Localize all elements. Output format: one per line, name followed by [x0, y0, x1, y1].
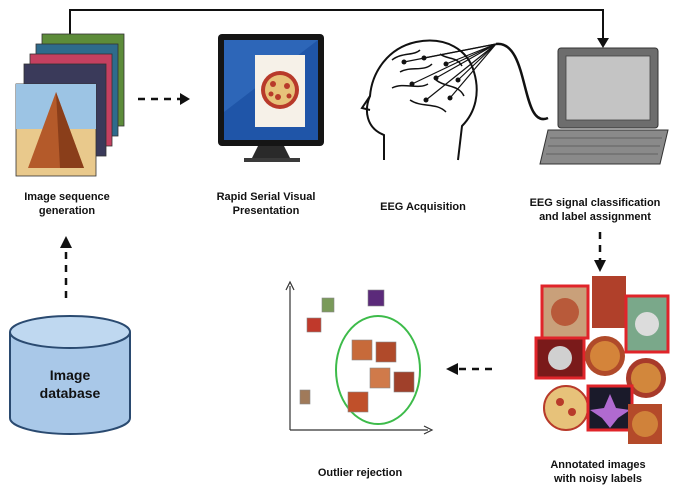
label-annotated-line1: Annotated images: [550, 459, 646, 471]
image-collage-icon: [534, 276, 670, 444]
top-connector-arrow: [69, 9, 609, 78]
label-outlier-rejection: Outlier rejection: [317, 467, 403, 479]
label-eeg-acquisition: EEG Acquisition: [380, 201, 466, 213]
label-rsvp: Rapid Serial Visual Presentation: [208, 190, 324, 218]
label-eeg-classification-line1: EEG signal classification: [529, 197, 661, 209]
label-eeg-classification-line2: and label assignment: [539, 211, 651, 223]
label-rsvp-line1: Rapid Serial Visual: [216, 191, 316, 203]
label-eeg-classification: EEG signal classification and label assi…: [520, 196, 670, 224]
monitor-icon: [218, 34, 324, 162]
label-image-sequence-line1: Image sequence: [24, 191, 110, 203]
eeg-head-icon: [360, 39, 549, 161]
database-label-line1: Image: [49, 367, 91, 383]
label-annotated-images: Annotated images with noisy labels: [530, 458, 666, 486]
label-image-sequence: Image sequence generation: [14, 190, 120, 218]
database-label-line2: database: [39, 385, 101, 401]
scatter-plot-icon: [285, 280, 434, 435]
image-stack-icon: [15, 33, 125, 177]
label-image-sequence-line2: generation: [38, 205, 96, 217]
database-icon: [9, 315, 131, 435]
label-annotated-line2: with noisy labels: [553, 473, 643, 485]
laptop-icon: [539, 47, 669, 165]
label-rsvp-line2: Presentation: [232, 205, 300, 217]
database-label: Image database: [25, 366, 115, 402]
